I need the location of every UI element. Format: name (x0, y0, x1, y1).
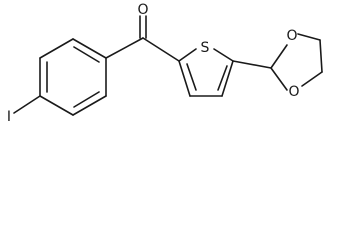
chemical-structure-diagram: O S I O O (7, 2, 323, 125)
sulfur-label: S (201, 40, 210, 56)
benzene-ring (39, 38, 107, 116)
iodine-label: I (7, 109, 11, 125)
aryl-carbonyl-bond (105, 37, 144, 59)
dioxolane-oxygen-bottom-label: O (288, 84, 299, 100)
carbonyl-double-bond (139, 15, 147, 39)
dioxolane-oxygen-top-label: O (286, 28, 297, 44)
thiophene-acetal-bond (232, 60, 272, 69)
dioxolane-ring (270, 33, 323, 91)
thiophene-ring (178, 48, 234, 97)
carbonyl-thiophene-bond (142, 37, 180, 62)
carbon-iodine-bond (13, 95, 41, 114)
carbonyl-oxygen-label: O (137, 2, 148, 18)
molecule-drawing: O S I O O (7, 2, 323, 125)
